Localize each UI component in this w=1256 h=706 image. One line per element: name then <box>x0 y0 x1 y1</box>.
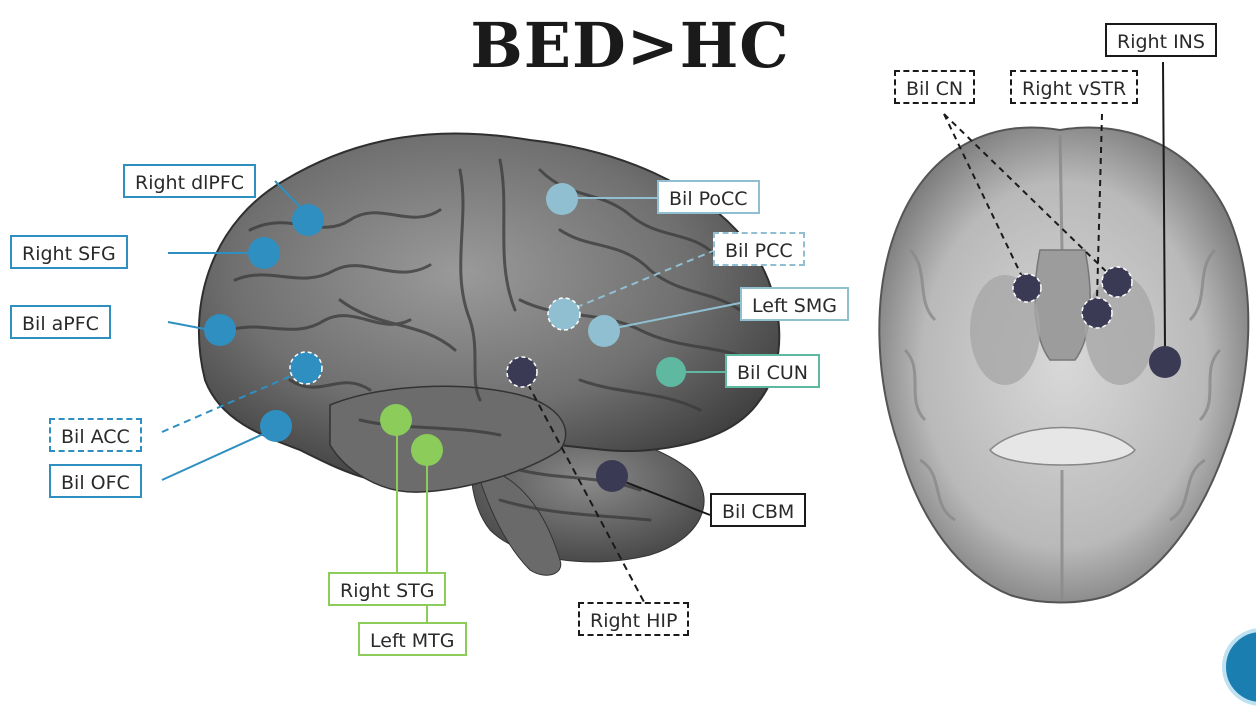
label-bil-acc: Bil ACC <box>49 418 142 452</box>
label-bil-cbm: Bil CBM <box>710 493 806 527</box>
label-bil-pcc: Bil PCC <box>713 232 805 266</box>
label-bil-pocc: Bil PoCC <box>657 180 760 214</box>
label-right-stg: Right STG <box>328 572 446 606</box>
label-bil-apfc: Bil aPFC <box>10 305 111 339</box>
label-bil-ofc: Bil OFC <box>49 464 142 498</box>
marker-bil-pocc <box>546 183 578 215</box>
label-right-dlpfc: Right dlPFC <box>123 164 256 198</box>
marker-bil-acc <box>290 352 322 384</box>
figure-title: BED>HC <box>440 8 820 84</box>
label-left-mtg: Left MTG <box>358 622 467 656</box>
label-bil-cn: Bil CN <box>894 70 975 104</box>
marker-right-sfg <box>248 237 280 269</box>
brain-figure: BED>HC Right dlPFC Right SFG Bil aPFC Bi… <box>0 0 1256 675</box>
marker-right-hip <box>507 357 537 387</box>
marker-left-mtg <box>411 434 443 466</box>
label-right-sfg: Right SFG <box>10 235 128 269</box>
label-right-hip: Right HIP <box>578 602 689 636</box>
label-bil-cun: Bil CUN <box>725 354 820 388</box>
marker-bil-cun <box>656 357 686 387</box>
marker-bil-ofc <box>260 410 292 442</box>
marker-bil-pcc <box>548 298 580 330</box>
marker-bil-cbm <box>596 460 628 492</box>
marker-right-dlpfc <box>292 204 324 236</box>
axial-brain-slice-illustration <box>879 128 1248 603</box>
marker-right-ins <box>1149 346 1181 378</box>
marker-bil-cn <box>1013 274 1041 302</box>
ventricles <box>1035 250 1090 360</box>
label-left-smg: Left SMG <box>740 287 849 321</box>
label-right-ins: Right INS <box>1105 23 1217 57</box>
marker-left-smg <box>588 315 620 347</box>
marker-right-stg <box>380 404 412 436</box>
label-right-vstr: Right vSTR <box>1010 70 1138 104</box>
marker-bil-apfc <box>204 314 236 346</box>
marker-right-vstr-upper <box>1102 267 1132 297</box>
axial-outline <box>879 128 1248 603</box>
marker-right-vstr-lower <box>1082 298 1112 328</box>
